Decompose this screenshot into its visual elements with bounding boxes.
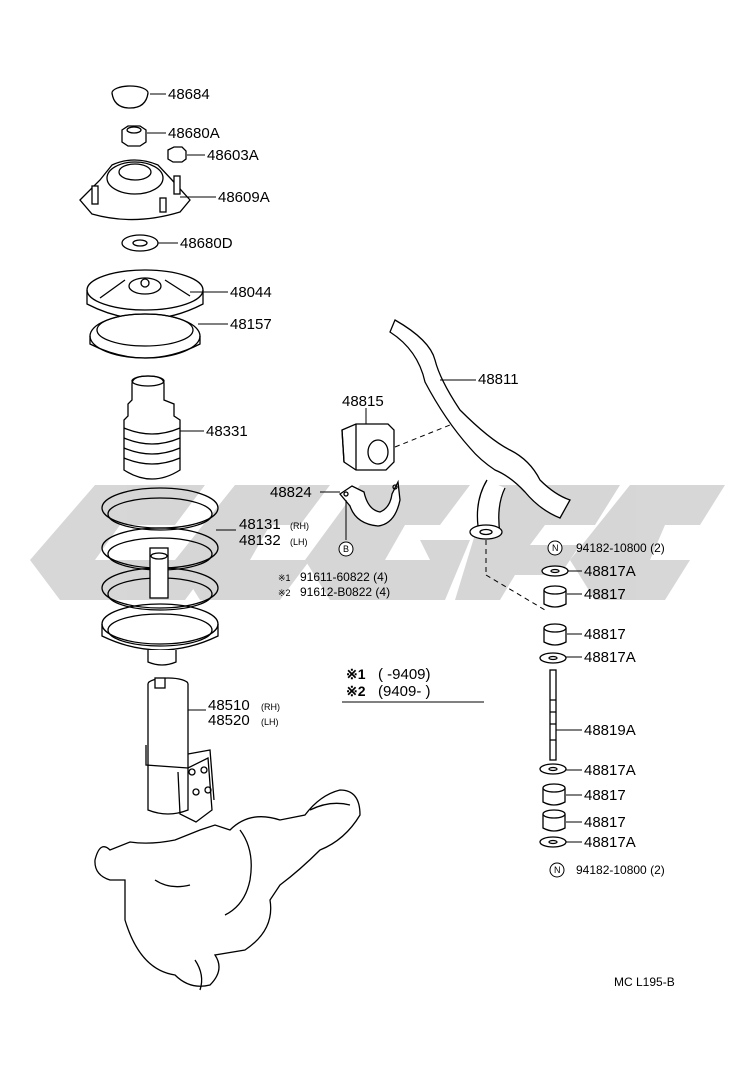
legend-row1-text: ( -9409) bbox=[378, 666, 431, 683]
nut-marker-bottom-letter: N bbox=[554, 865, 561, 875]
label-48131-side: (RH) bbox=[290, 521, 309, 531]
shock-absorber-48510 bbox=[145, 677, 215, 823]
footer-code: MC L195-B bbox=[614, 975, 675, 989]
label-48510-side: (RH) bbox=[261, 702, 280, 712]
bushing-48815 bbox=[341, 423, 395, 471]
support-48609A bbox=[79, 159, 191, 221]
label-48817-2: 48817 bbox=[584, 626, 626, 643]
label-48331: 48331 bbox=[206, 423, 248, 440]
link-bushings bbox=[539, 565, 569, 848]
label-48819A: 48819A bbox=[584, 722, 636, 739]
legend-row2-mark: ※2 bbox=[346, 683, 366, 699]
leader-lines bbox=[147, 93, 582, 843]
bolt-marker-letter: B bbox=[343, 544, 349, 554]
label-48817A-4: 48817A bbox=[584, 834, 636, 851]
label-48680A: 48680A bbox=[168, 125, 220, 142]
label-48684: 48684 bbox=[168, 86, 210, 103]
insulator-48157 bbox=[89, 313, 201, 359]
label-48157: 48157 bbox=[230, 316, 272, 333]
steering-knuckle bbox=[94, 789, 361, 991]
nut-marker-top-circle bbox=[547, 540, 563, 556]
label-48811: 48811 bbox=[478, 371, 519, 388]
label-48817-1: 48817 bbox=[584, 586, 626, 603]
label-48044: 48044 bbox=[230, 284, 272, 301]
cap-48684 bbox=[111, 85, 149, 109]
label-nut-top: 94182-10800 (2) bbox=[576, 541, 665, 555]
label-nut-bottom: 94182-10800 (2) bbox=[576, 863, 665, 877]
label-48132: 48132 bbox=[239, 532, 281, 549]
washer-48680D bbox=[121, 234, 159, 252]
label-48131: 48131 bbox=[239, 516, 281, 533]
spring-seat-48044 bbox=[86, 269, 204, 320]
legend-row1-mark: ※1 bbox=[346, 666, 366, 682]
label-bolt2-mark: ※2 bbox=[278, 588, 291, 598]
dashed-lines bbox=[394, 424, 546, 611]
stabilizer-bar-48811 bbox=[389, 319, 571, 540]
label-bolt1-mark: ※1 bbox=[278, 573, 291, 583]
label-48815: 48815 bbox=[342, 393, 384, 410]
label-48824: 48824 bbox=[270, 484, 312, 501]
bracket-48824 bbox=[339, 479, 401, 527]
label-48520-side: (LH) bbox=[261, 717, 279, 727]
nut-marker-bottom-circle bbox=[549, 862, 565, 878]
label-48817A-2: 48817A bbox=[584, 649, 636, 666]
label-48609A: 48609A bbox=[218, 189, 270, 206]
watermark-logo bbox=[30, 485, 725, 600]
label-48817A-1: 48817A bbox=[584, 563, 636, 580]
label-48603A: 48603A bbox=[207, 147, 259, 164]
bellows-48331 bbox=[123, 375, 181, 480]
label-48817A-3: 48817A bbox=[584, 762, 636, 779]
label-48680D: 48680D bbox=[180, 235, 233, 252]
legend-row2-text: (9409- ) bbox=[378, 683, 431, 700]
label-48132-side: (LH) bbox=[290, 537, 308, 547]
label-48510: 48510 bbox=[208, 697, 250, 714]
part-labels: 48684 48680A 48603A 48609A 48680D 48044 … bbox=[168, 86, 665, 877]
label-48817-4: 48817 bbox=[584, 814, 626, 831]
nut-marker-top-letter: N bbox=[552, 543, 559, 553]
label-48817-3: 48817 bbox=[584, 787, 626, 804]
label-48520: 48520 bbox=[208, 712, 250, 729]
coil-spring-48131 bbox=[101, 487, 219, 666]
nut-48680A bbox=[121, 125, 147, 147]
nut-48603A bbox=[167, 146, 187, 163]
legend: ※1 ( -9409) ※2 (9409- ) bbox=[346, 666, 431, 700]
label-bolt2-number: 91612-B0822 (4) bbox=[300, 585, 390, 599]
label-bolt1-number: 91611-60822 (4) bbox=[300, 570, 388, 584]
bolt-marker-circle bbox=[338, 541, 354, 557]
